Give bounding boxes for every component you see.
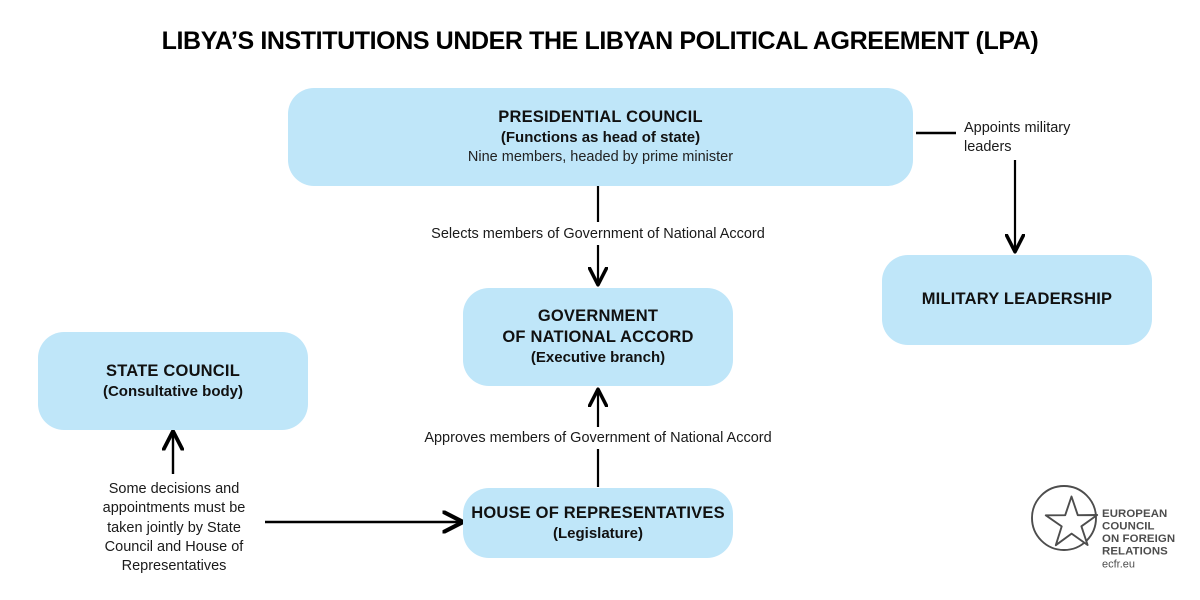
- ecfr-logo-line3: ON FOREIGN: [1102, 533, 1175, 545]
- presidential-council-title: PRESIDENTIAL COUNCIL: [498, 107, 703, 126]
- joint-decisions-line2: appointments must be: [102, 500, 246, 517]
- edge-label-appoints-military-leaders: Appoints military leaders: [958, 118, 1118, 159]
- military-leadership-title: MILITARY LEADERSHIP: [921, 290, 1113, 309]
- gna-title-line2: OF NATIONAL ACCORD: [502, 328, 694, 347]
- appoints-military-leaders-line2: leaders: [964, 139, 1012, 156]
- edge-label-approves-gna-members: Approves members of Government of Nation…: [414, 428, 782, 450]
- ecfr-logo: EUROPEAN COUNCIL ON FOREIGN RELATIONS ec…: [1024, 478, 1186, 574]
- joint-decisions-line4: Council and House of: [104, 538, 244, 555]
- ecfr-logo-line1: EUROPEAN: [1102, 508, 1167, 520]
- edge-label-selects-gna-members: Selects members of Government of Nationa…: [417, 224, 779, 246]
- state-council-subtitle: (Consultative body): [102, 382, 243, 400]
- node-military-leadership[interactable]: MILITARY LEADERSHIP: [882, 255, 1152, 345]
- ecfr-logo-line4: RELATIONS: [1102, 546, 1168, 558]
- joint-decisions-line5: Representatives: [121, 558, 227, 575]
- ecfr-logo-line2: COUNCIL: [1102, 521, 1155, 533]
- node-presidential-council[interactable]: PRESIDENTIAL COUNCIL (Functions as head …: [288, 88, 913, 186]
- ecfr-logo-url: ecfr.eu: [1102, 559, 1135, 571]
- joint-decisions-line3: taken jointly by State: [107, 519, 241, 536]
- appoints-military-leaders-line1: Appoints military: [964, 120, 1071, 136]
- gna-title-line1: GOVERNMENT: [537, 307, 659, 326]
- node-house-of-representatives[interactable]: HOUSE OF REPRESENTATIVES (Legislature): [463, 488, 733, 558]
- presidential-council-detail: Nine members, headed by prime minister: [467, 149, 734, 166]
- gna-subtitle: (Executive branch): [530, 349, 666, 367]
- house-of-representatives-title: HOUSE OF REPRESENTATIVES: [471, 503, 725, 522]
- state-council-title: STATE COUNCIL: [106, 361, 240, 380]
- joint-decisions-line1: Some decisions and: [108, 481, 240, 497]
- presidential-council-subtitle: (Functions as head of state): [500, 128, 701, 146]
- page-title: LIBYA’S INSTITUTIONS UNDER THE LIBYAN PO…: [161, 27, 1039, 55]
- ecfr-circle-star-icon: [1031, 485, 1099, 551]
- node-state-council[interactable]: STATE COUNCIL (Consultative body): [38, 332, 308, 430]
- edge-label-joint-decisions: Some decisions and appointments must be …: [83, 479, 265, 578]
- node-government-of-national-accord[interactable]: GOVERNMENT OF NATIONAL ACCORD (Executive…: [463, 288, 733, 386]
- house-of-representatives-subtitle: (Legislature): [552, 524, 643, 542]
